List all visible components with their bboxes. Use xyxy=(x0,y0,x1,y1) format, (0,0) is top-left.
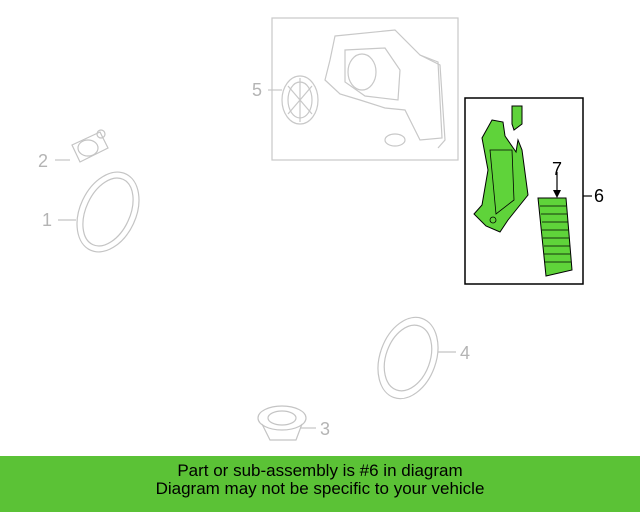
callout-3: 3 xyxy=(320,419,331,439)
enclosure-foot xyxy=(384,133,406,147)
part-5-speaker-grille xyxy=(287,78,313,122)
speaker-center xyxy=(267,410,297,426)
bracket-clip xyxy=(511,105,523,131)
speaker-inner-ring xyxy=(383,324,433,392)
banner-line-1: Part or sub-assembly is #6 in diagram xyxy=(177,461,463,480)
part-3-small-speaker[interactable] xyxy=(257,405,316,441)
mounting-bracket xyxy=(473,119,529,233)
part-5-subwoofer-enclosure[interactable] xyxy=(268,17,459,161)
part-2-tweeter[interactable] xyxy=(55,129,109,163)
enclosure-edge xyxy=(419,54,446,149)
speaker-rim xyxy=(257,405,307,431)
enclosure-opening xyxy=(347,53,377,91)
speaker-outer-ring xyxy=(76,171,140,253)
part-6-frame xyxy=(464,97,584,285)
enclosure-port xyxy=(344,47,401,101)
callout-6: 6 xyxy=(594,186,605,206)
tweeter-screw xyxy=(96,129,106,139)
enclosure-body xyxy=(324,29,443,141)
bracket-hole xyxy=(489,216,497,224)
callout-5: 5 xyxy=(252,80,263,100)
tweeter-dome xyxy=(77,139,99,157)
callout-7: 7 xyxy=(552,159,563,179)
part-1-door-speaker[interactable] xyxy=(58,162,151,262)
speaker-basket xyxy=(261,423,303,441)
part-6-amplifier-assembly[interactable] xyxy=(464,97,592,285)
banner-line-2: Diagram may not be specific to your vehi… xyxy=(155,479,485,498)
part-4-speaker[interactable] xyxy=(367,309,456,407)
amplifier-fins xyxy=(540,205,571,263)
callout-1: 1 xyxy=(42,210,53,230)
amplifier-unit xyxy=(537,197,573,277)
part-5-speaker-cone xyxy=(281,75,319,125)
speaker-inner-ring xyxy=(82,177,134,247)
part-5-frame xyxy=(271,17,459,161)
info-banner: Part or sub-assembly is #6 in diagram Di… xyxy=(0,456,640,512)
speaker-outer-ring xyxy=(377,316,439,400)
part-7-arrowhead xyxy=(553,190,561,198)
bracket-rib xyxy=(489,149,515,215)
tweeter-bracket xyxy=(71,131,109,163)
callout-2: 2 xyxy=(38,151,49,171)
diagram-drawing xyxy=(55,17,592,441)
callout-4: 4 xyxy=(460,343,471,363)
